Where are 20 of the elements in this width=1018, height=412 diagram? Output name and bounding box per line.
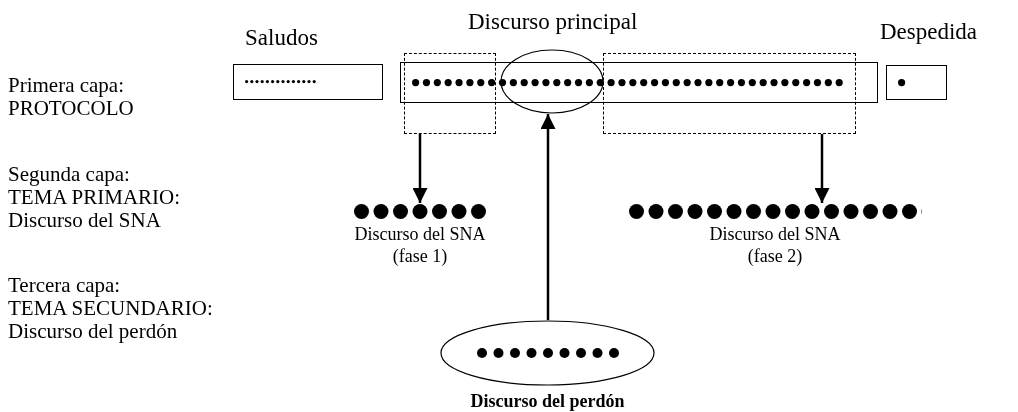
dashed-frame xyxy=(404,53,496,134)
dashed-frame xyxy=(603,53,856,134)
layer-label: Tercera capa: xyxy=(8,274,121,297)
ellipse-outline xyxy=(500,49,604,114)
layer-label: TEMA PRIMARIO: xyxy=(8,186,181,209)
layer-caption: Discurso del SNA (fase 2) xyxy=(708,223,842,267)
layer-label: Primera capa: xyxy=(8,74,125,97)
layer-label: TEMA SECUNDARIO: xyxy=(8,297,213,320)
arrow xyxy=(540,114,556,320)
arrow xyxy=(412,134,428,203)
box-heading: Saludos xyxy=(245,24,318,52)
ellipse-caption: Discurso del perdón xyxy=(470,390,625,412)
arrow xyxy=(814,134,830,203)
layer-label: Discurso del perdón xyxy=(8,320,178,343)
box-heading: Discurso principal xyxy=(468,8,638,36)
box-heading: Despedida xyxy=(880,18,978,46)
layer-label: Segunda capa: xyxy=(8,163,130,186)
layer-caption: Discurso del SNA (fase 1) xyxy=(353,223,487,267)
layer-label: PROTOCOLO xyxy=(8,97,134,120)
layer-label: Discurso del SNA xyxy=(8,209,161,232)
